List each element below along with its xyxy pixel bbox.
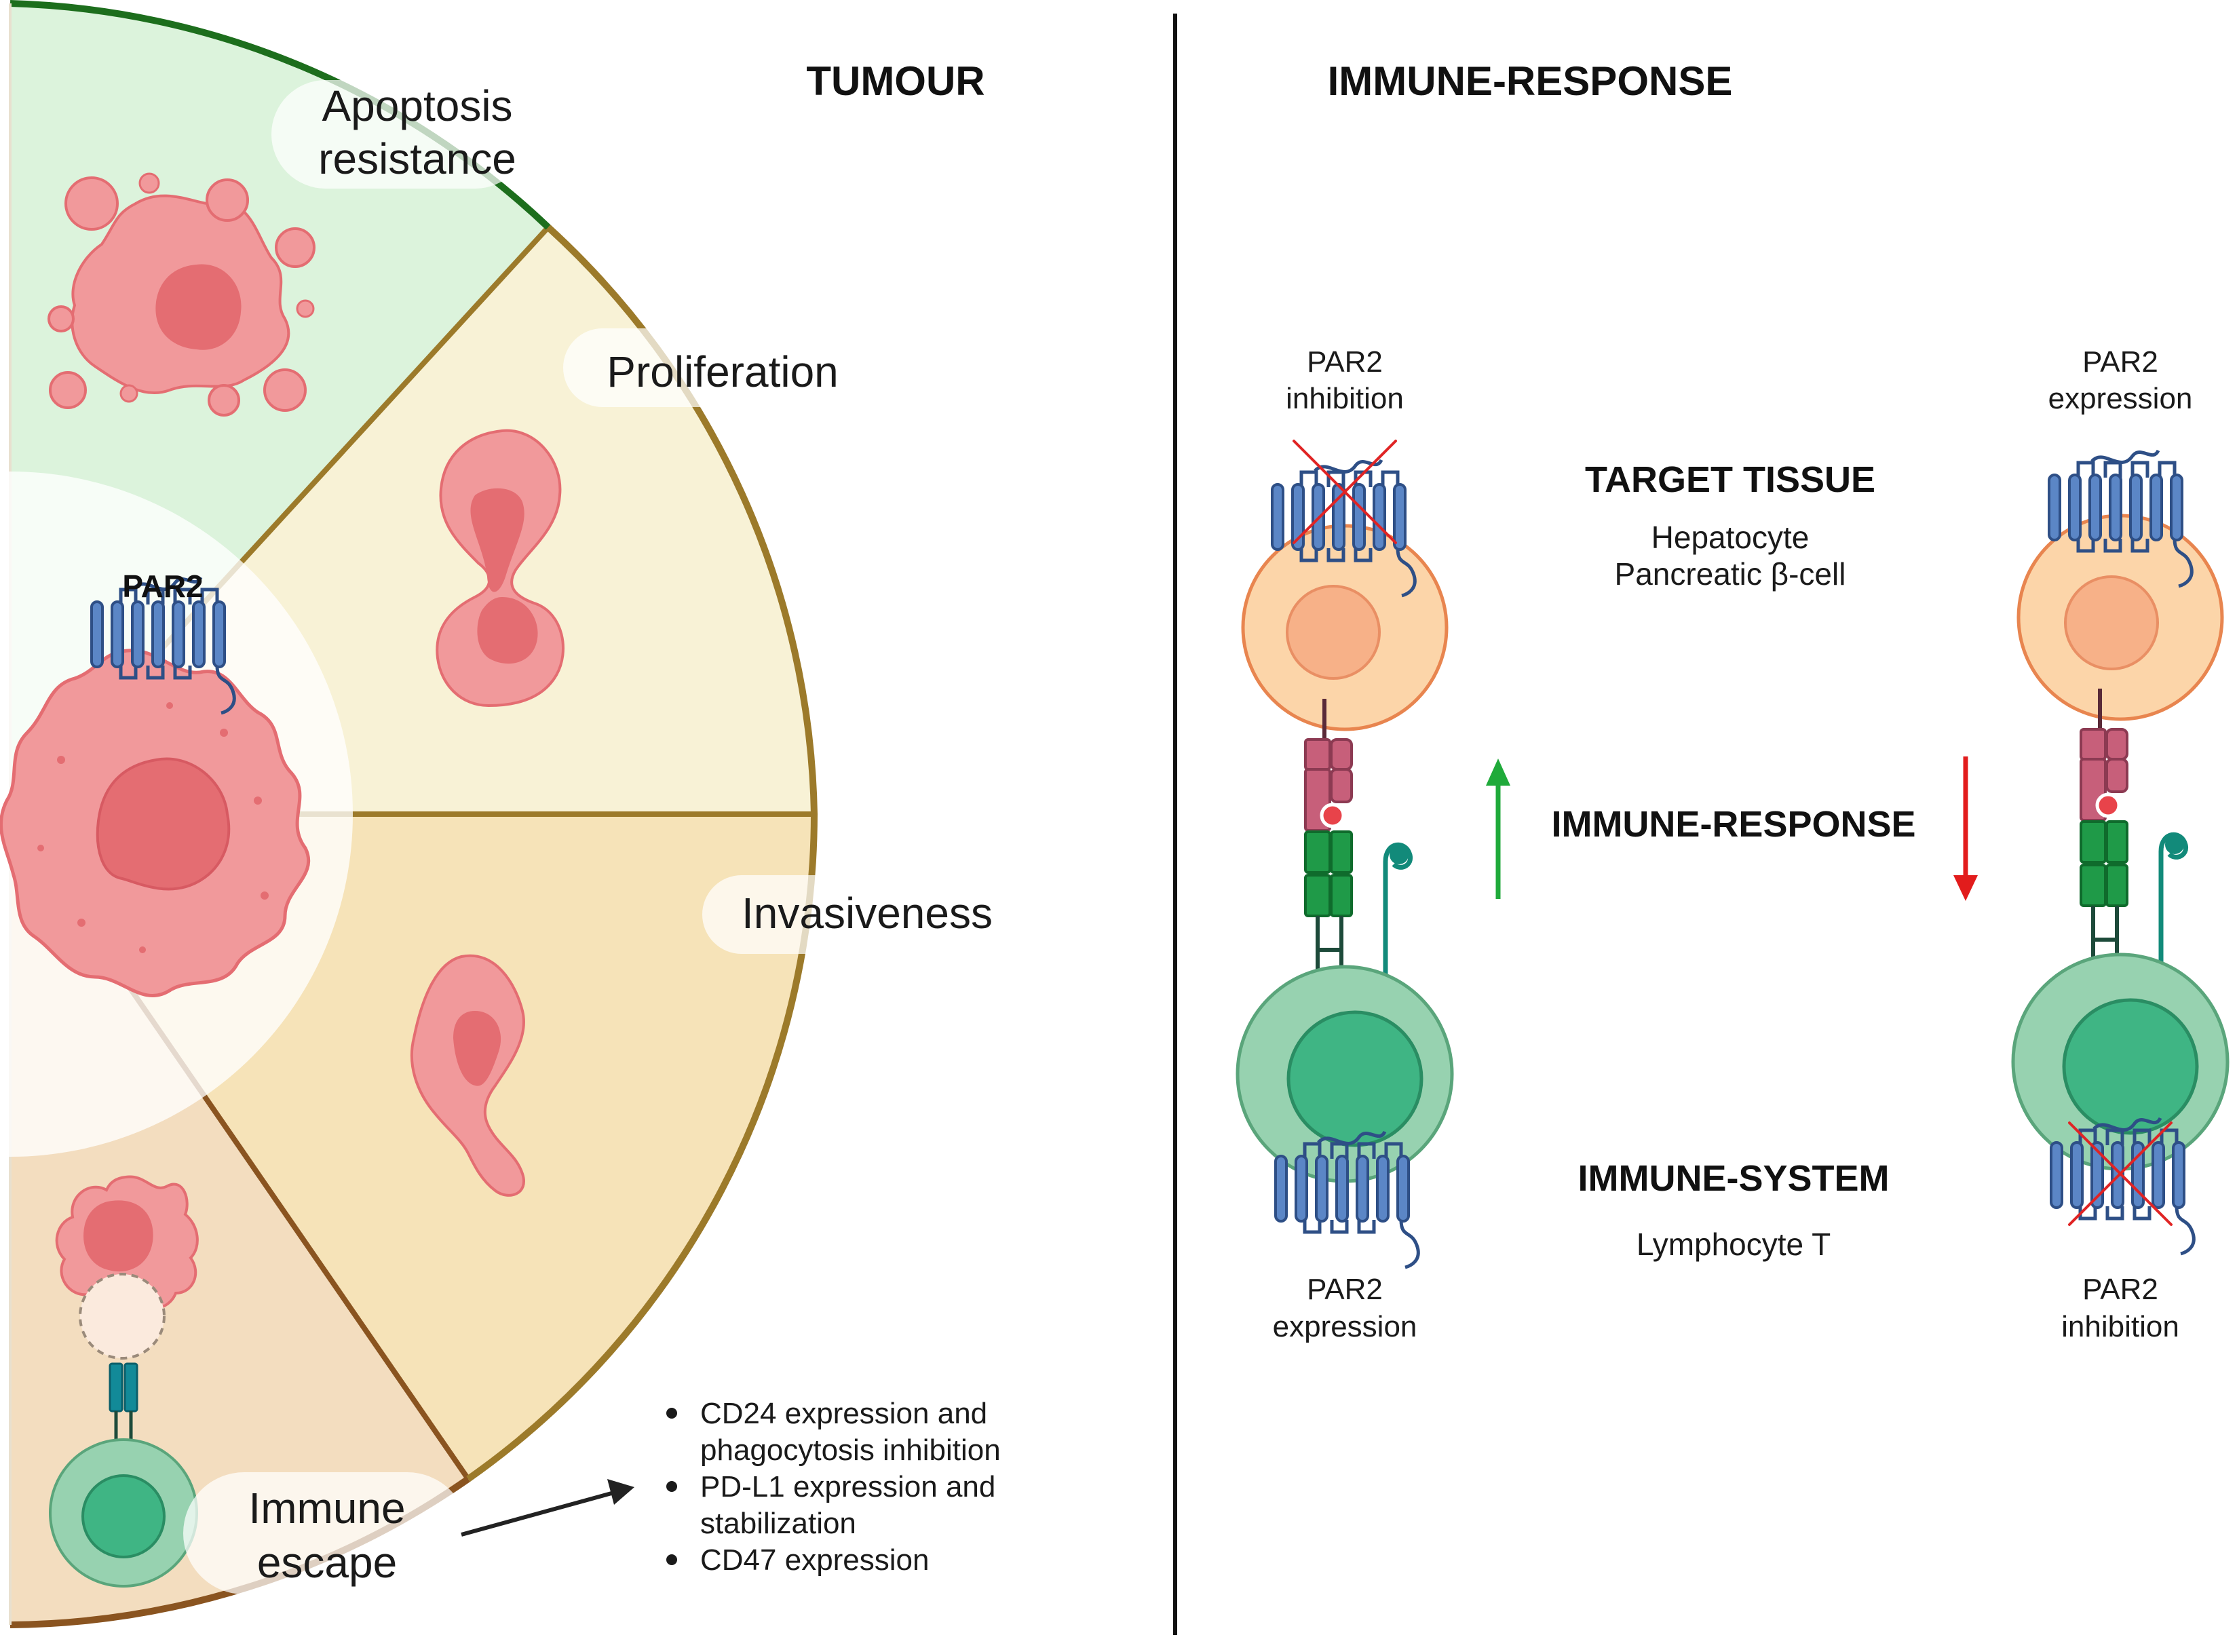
left-top-label-1: PAR2 bbox=[1307, 345, 1383, 379]
dividing-cell bbox=[436, 429, 565, 708]
mechanism-2-line-2: stabilization bbox=[700, 1507, 856, 1540]
par2-central-label: PAR2 bbox=[122, 569, 203, 604]
t-nucleus-right bbox=[2062, 998, 2199, 1135]
segment-label-invasiveness: Invasiveness bbox=[742, 889, 993, 938]
apoptotic-cell bbox=[47, 172, 316, 417]
segment-label-escape-1: Immune bbox=[248, 1484, 405, 1533]
mechanism-1-line-2: phagocytosis inhibition bbox=[700, 1434, 1001, 1467]
mechanism-2-line-1: PD-L1 expression and bbox=[700, 1470, 995, 1503]
target-cell-type-2: Pancreatic β-cell bbox=[1615, 556, 1846, 592]
t-nucleus-left bbox=[1286, 1010, 1423, 1147]
decrease-arrow-head bbox=[1953, 875, 1978, 901]
mechanism-1-line-1: CD24 expression and bbox=[700, 1397, 987, 1430]
increase-arrow-head bbox=[1486, 758, 1510, 786]
right-top-label-1: PAR2 bbox=[2082, 345, 2158, 379]
central-tumour-cell bbox=[0, 649, 311, 997]
left-top-label-2: inhibition bbox=[1286, 382, 1404, 415]
segment-label-proliferation: Proliferation bbox=[607, 347, 839, 396]
escape-arrow bbox=[461, 1491, 615, 1537]
pill bbox=[702, 875, 1001, 954]
left-bottom-label-2: expression bbox=[1273, 1310, 1417, 1343]
arrow-head bbox=[607, 1479, 634, 1505]
tcr-mhc-synapse bbox=[1305, 699, 1411, 997]
target-tissue-title: TARGET TISSUE bbox=[1585, 459, 1875, 500]
tcr-mhc-synapse bbox=[2081, 689, 2186, 987]
immune-cell-type: Lymphocyte T bbox=[1637, 1227, 1831, 1262]
target-cell-type-1: Hepatocyte bbox=[1651, 520, 1810, 555]
left-bottom-label-1: PAR2 bbox=[1307, 1273, 1383, 1306]
mechanism-3: CD47 expression bbox=[700, 1543, 930, 1577]
rim-middle bbox=[466, 225, 818, 1482]
right-bottom-label-1: PAR2 bbox=[2082, 1273, 2158, 1306]
pill bbox=[271, 80, 529, 189]
segment-label-apoptosis-1: Apoptosis bbox=[322, 81, 512, 130]
segment-label-apoptosis-2: resistance bbox=[318, 134, 516, 183]
tumour-wheel: PAR2 bbox=[0, 0, 818, 1628]
target-nucleus-right bbox=[2064, 575, 2159, 670]
immune-response-title: IMMUNE-RESPONSE bbox=[1551, 804, 1915, 845]
escape-mechanism-list: CD24 expression and phagocytosis inhibit… bbox=[666, 1397, 1001, 1577]
right-top-label-2: expression bbox=[2048, 382, 2193, 415]
heading-tumour: TUMOUR bbox=[806, 58, 984, 104]
heading-immune-response: IMMUNE-RESPONSE bbox=[1328, 58, 1733, 104]
pill bbox=[183, 1472, 468, 1594]
invading-cell bbox=[410, 954, 525, 1197]
segment-label-escape-2: escape bbox=[257, 1538, 397, 1587]
pill bbox=[563, 328, 862, 407]
target-nucleus-left bbox=[1286, 585, 1381, 680]
right-bottom-label-2: inhibition bbox=[2061, 1310, 2179, 1343]
immune-escape-illustration bbox=[49, 1175, 199, 1588]
immune-system-title: IMMUNE-SYSTEM bbox=[1578, 1158, 1890, 1199]
